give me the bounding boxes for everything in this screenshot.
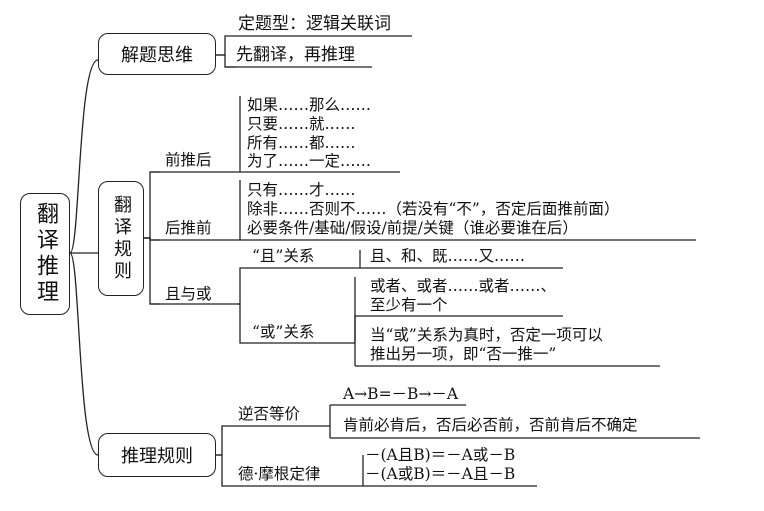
method-item-2: 先翻译，再推理 — [236, 45, 355, 65]
demorgan-formula-2: －(A或B)＝－A且－B — [365, 465, 516, 483]
contrapositive-formula: A→B=－B→－A — [343, 385, 459, 403]
demorgan-formula-1: －(A且B)＝－A或－B — [365, 446, 516, 464]
translation-node: 翻译规则 — [98, 181, 144, 296]
backward-label: 后推前 — [165, 219, 212, 237]
root-node: 翻译推理 — [20, 193, 70, 315]
connector-root-method — [69, 59, 99, 254]
method-node: 解题思维 — [98, 33, 216, 75]
or-rel-line-2: 至少有一个 — [370, 296, 448, 314]
contrapositive-label: 逆否等价 — [238, 405, 301, 423]
forward-line-1: 如果……那么…… — [247, 96, 372, 114]
connector-root-reasoning — [69, 252, 99, 456]
forward-line-4: 为了……一定…… — [247, 152, 372, 170]
or-rel-line-1: 或者、或者……或者……、 — [370, 277, 557, 295]
reasoning-node: 推理规则 — [98, 433, 216, 477]
demorgan-label: 德·摩根定律 — [238, 465, 321, 483]
and-or-label: 且与或 — [165, 285, 212, 303]
root-label: 翻译推理 — [33, 202, 58, 306]
reasoning-label: 推理规则 — [121, 446, 193, 467]
backward-line-2: 除非……否则不……（若没有“不”，否定后面推前面） — [247, 200, 620, 218]
and-rel-label: “且”关系 — [252, 247, 315, 265]
and-rel-text: 且、和、既……又…… — [370, 247, 526, 265]
contrapositive-note: 肯前必肯后，否后必否前，否前肯后不确定 — [343, 416, 638, 434]
or-rel-note-2: 推出另一项，即“否一推一” — [370, 345, 557, 363]
forward-label: 前推后 — [165, 151, 212, 169]
method-item-1: 定题型：逻辑关联词 — [238, 14, 391, 34]
method-label: 解题思维 — [121, 45, 193, 66]
translation-label: 翻译规则 — [111, 194, 132, 283]
forward-line-3: 所有……都…… — [247, 134, 356, 152]
backward-line-3: 必要条件/基础/假设/前提/关键（谁必要谁在后） — [247, 219, 578, 237]
backward-line-1: 只有……才…… — [247, 181, 356, 199]
or-rel-label: “或”关系 — [252, 323, 315, 341]
forward-line-2: 只要……就…… — [247, 115, 356, 133]
or-rel-note-1: 当“或”关系为真时，否定一项可以 — [370, 326, 603, 344]
